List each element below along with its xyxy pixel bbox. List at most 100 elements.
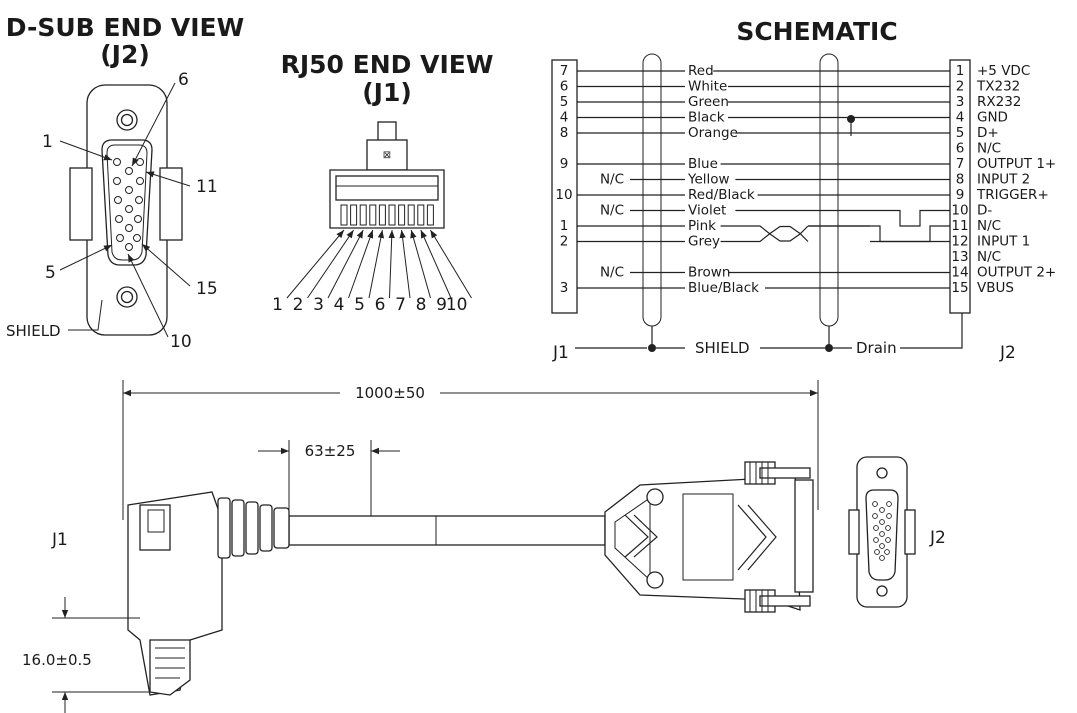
cable-side-view <box>127 456 916 696</box>
dsub-title-line2: (J2) <box>100 40 150 69</box>
rj50-pin-leader <box>327 229 364 299</box>
rj50-pin-leader <box>410 229 431 299</box>
rj50-contact <box>407 204 415 226</box>
schematic-nc-label: N/C <box>600 172 624 188</box>
rj50-contact <box>340 204 348 226</box>
rj50-pin-leader <box>348 229 374 299</box>
schematic-j2-pin: 10 <box>951 203 968 219</box>
schematic-j1-pin: 2 <box>560 234 569 250</box>
rj50-pin-leader <box>399 229 411 299</box>
schematic-j2-pin: 1 <box>956 63 965 79</box>
schematic-j1-pin: 1 <box>560 218 569 234</box>
rj50-pin-label: 3 <box>313 295 324 315</box>
schematic-wire-color: Green <box>688 94 729 110</box>
rj50-contact <box>359 204 367 226</box>
schematic-wire-color: Orange <box>688 125 738 141</box>
rj50-pin-label: 2 <box>293 295 304 315</box>
side-view-j2-label: J2 <box>929 528 946 548</box>
rj50-contact <box>378 204 386 226</box>
schematic-j1-pin: 8 <box>560 125 569 141</box>
schematic-wire-color: White <box>688 79 727 95</box>
height-dimension <box>52 597 150 713</box>
schematic-j1-pin: 4 <box>560 110 569 126</box>
rj50-contact <box>417 204 425 226</box>
dsub-end-view <box>59 82 191 338</box>
length-dimension-label: 1000±50 <box>355 384 425 402</box>
schematic-wire-color: Red <box>688 63 714 79</box>
svg-text:⊠: ⊠ <box>383 150 391 161</box>
schematic-diagram <box>551 53 971 352</box>
dsub-callout-5: 5 <box>45 263 56 283</box>
rj50-pin-leaders <box>286 229 472 299</box>
schematic-signal: TX232 <box>976 79 1020 95</box>
rj50-contact <box>426 204 434 226</box>
schematic-signal: INPUT 2 <box>977 172 1030 188</box>
rj50-pin-label: 7 <box>395 295 406 315</box>
schematic-row: 6 N/C <box>956 141 1001 157</box>
schematic-j2-pin: 2 <box>956 79 965 95</box>
schematic-j1-pin: 9 <box>560 156 569 172</box>
schematic-row: 14 OUTPUT 2+ N/C Brown <box>600 265 1056 281</box>
schematic-j2-pin: 14 <box>951 265 968 281</box>
schematic-row: 10 9 TRIGGER+ Red/Black <box>555 187 1048 203</box>
schematic-j2-pin: 11 <box>951 218 968 234</box>
schematic-j2-pin: 6 <box>956 141 965 157</box>
rj50-pin-leader <box>420 229 452 299</box>
dsub-title-line1: D-SUB END VIEW <box>6 13 244 42</box>
schematic-j1-pin: 7 <box>560 63 569 79</box>
schematic-nc-label: N/C <box>600 265 624 281</box>
rj50-pin-leader <box>286 229 345 299</box>
dsub-callout-11: 11 <box>196 177 218 197</box>
schematic-wire-color: Red/Black <box>688 187 755 203</box>
schematic-j2-pin: 9 <box>956 187 965 203</box>
schematic-wire-color: Grey <box>688 234 720 250</box>
schematic-j2-pin: 8 <box>956 172 965 188</box>
schematic-signal: D+ <box>977 125 999 141</box>
rj50-pin-leader <box>429 229 472 299</box>
rj50-pin-label: 4 <box>334 295 345 315</box>
schematic-wire-color: Black <box>688 110 725 126</box>
rj50-pin-leader <box>368 229 384 299</box>
schematic-j1-label: J1 <box>552 343 569 363</box>
schematic-signal: N/C <box>977 141 1001 157</box>
height-dimension-label: 16.0±0.5 <box>22 651 92 669</box>
rj50-pin-label: 6 <box>375 295 386 315</box>
rj50-contact <box>388 204 396 226</box>
length-dimension <box>122 380 819 520</box>
rj50-pin-leader <box>307 229 355 299</box>
rj50-pin-label: 9 <box>436 295 447 315</box>
dsub-callout-1: 1 <box>42 132 53 152</box>
schematic-signal: OUTPUT 2+ <box>977 265 1056 281</box>
schematic-j2-label: J2 <box>999 343 1016 363</box>
dsub-callout-6: 6 <box>178 70 189 90</box>
rj50-contact <box>369 204 377 226</box>
rj50-pin-label: 10 <box>446 295 468 315</box>
schematic-j1-pin: 3 <box>560 280 569 296</box>
schematic-j2-pin: 4 <box>956 110 965 126</box>
schematic-title: SCHEMATIC <box>736 17 897 46</box>
rj50-pin-leader <box>388 229 395 299</box>
rj50-title-line1: RJ50 END VIEW <box>281 50 494 79</box>
schematic-wire-color: Blue/Black <box>688 280 759 296</box>
strip-dimension-label: 63±25 <box>305 442 356 460</box>
schematic-wire-color: Brown <box>688 265 730 281</box>
rj50-pin-label: 1 <box>272 295 283 315</box>
rj50-contact <box>350 204 358 226</box>
schematic-j1-pin: 10 <box>555 187 572 203</box>
schematic-signal: OUTPUT 1+ <box>977 156 1056 172</box>
schematic-signal: TRIGGER+ <box>976 187 1049 203</box>
schematic-signal: N/C <box>977 249 1001 265</box>
schematic-nc-label: N/C <box>600 203 624 219</box>
